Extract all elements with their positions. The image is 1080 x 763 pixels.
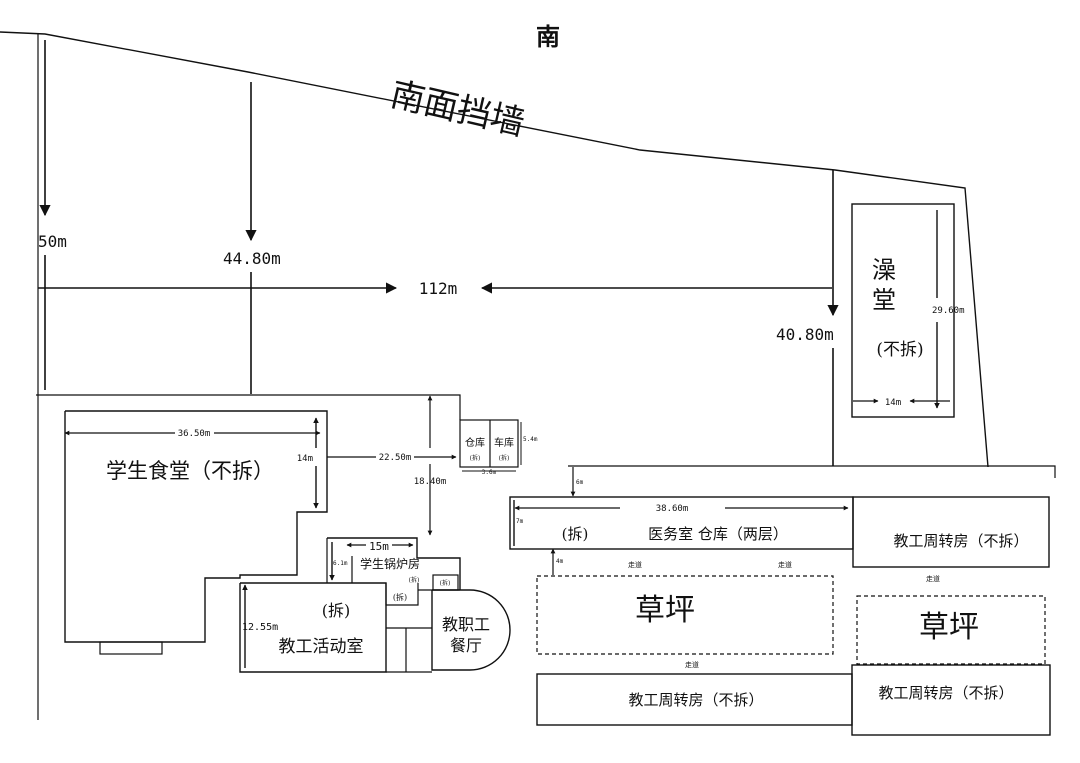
label-storage-width: 3.6m xyxy=(482,469,497,476)
turnover-housing-3: 教工周转房（不拆） xyxy=(851,664,1051,736)
label-50m: 50m xyxy=(38,232,67,251)
label-36-50m: 36.50m xyxy=(178,429,211,439)
label-38-60m: 38.60m xyxy=(656,504,689,514)
staff-activity-room: 12.55m (拆) (拆) 教工活动室 xyxy=(239,582,460,673)
boiler-note: (拆) xyxy=(409,576,420,584)
label-clinic-7m: 7m xyxy=(516,518,524,525)
label-boiler-15m: 15m xyxy=(369,540,389,553)
garage-label: 车库 xyxy=(494,436,514,449)
storage-label: 仓库 xyxy=(465,436,485,449)
staff-dining-hall: 教职工 餐厅 xyxy=(386,589,511,673)
connector-dimensions: 22.50m 18.40m xyxy=(327,395,457,536)
boiler-house: 15m 6.1m 学生锅炉房 (拆) (拆) xyxy=(326,537,461,591)
site-boundary xyxy=(0,31,1056,720)
label-clinic-gap-top: 6m xyxy=(576,479,584,486)
boiler-label: 学生锅炉房 xyxy=(360,556,420,571)
turnover-3-label: 教工周转房（不拆） xyxy=(878,684,1013,702)
clinic-warehouse: 38.60m 7m (拆) 医务室 仓库（两层） 6m 4m xyxy=(509,467,854,575)
lawn-1: 草坪 xyxy=(536,575,834,655)
activity-label: 教工活动室 xyxy=(279,637,364,657)
label-bath-14m: 14m xyxy=(885,398,901,408)
orientation-label: 南 xyxy=(536,22,560,51)
staff-dining-label-2: 餐厅 xyxy=(450,636,482,655)
clinic-note: (拆) xyxy=(562,525,589,543)
label-112m: 112m xyxy=(419,279,458,298)
turnover-housing-2: 教工周转房（不拆） xyxy=(536,673,853,726)
activity-small-note: (拆) xyxy=(393,592,407,602)
turnover-housing-1: 教工周转房（不拆） xyxy=(852,496,1050,568)
student-canteen: 36.50m 14m 学生食堂（不拆） xyxy=(64,410,328,655)
canteen-label: 学生食堂（不拆） xyxy=(106,459,274,483)
walkway-label-4: 走道 xyxy=(685,660,699,669)
label-18-40m: 18.40m xyxy=(414,477,447,487)
label-storage-height: 5.4m xyxy=(523,436,538,443)
turnover-2-label: 教工周转房（不拆） xyxy=(628,691,763,709)
dimension-right-40-80: 40.80m xyxy=(776,170,839,466)
dimension-mid-44-80: 44.80m xyxy=(223,82,281,394)
storage-note: (拆) xyxy=(470,454,481,462)
wall-label: 南面挡墙 xyxy=(387,74,529,144)
dimension-left-50: 50m xyxy=(38,40,67,390)
label-22-50m: 22.50m xyxy=(379,453,412,463)
bathhouse-name-1: 澡 xyxy=(872,256,896,284)
walkway-label-1: 走道 xyxy=(628,560,642,569)
bathhouse: 澡 堂 (不拆) 29.60m 14m xyxy=(851,203,965,418)
garage-note: (拆) xyxy=(499,454,510,462)
staff-dining-label-1: 教职工 xyxy=(442,615,490,634)
label-boiler-6-1m: 6.1m xyxy=(333,560,348,567)
label-canteen-14m: 14m xyxy=(297,454,313,464)
lawn-2: 草坪 xyxy=(856,595,1046,665)
bathhouse-note: (不拆) xyxy=(876,340,923,360)
lawn-1-label: 草坪 xyxy=(635,593,695,628)
dimension-width-112: 112m xyxy=(38,279,832,298)
activity-note: (拆) xyxy=(322,601,351,620)
storage-garage: 仓库 (拆) 车库 (拆) 5.4m 3.6m xyxy=(459,419,538,476)
label-44-80m: 44.80m xyxy=(223,249,281,268)
bathhouse-name-2: 堂 xyxy=(872,286,896,314)
lawn-2-label: 草坪 xyxy=(919,610,979,645)
label-clinic-gap-bottom: 4m xyxy=(556,558,564,565)
small-block-note: (拆) xyxy=(440,579,451,587)
clinic-label: 医务室 仓库（两层） xyxy=(648,525,788,543)
label-40-80m: 40.80m xyxy=(776,325,834,344)
label-29-60m: 29.60m xyxy=(932,306,965,316)
walkway-label-2: 走道 xyxy=(778,560,792,569)
label-12-55m: 12.55m xyxy=(242,622,278,633)
walkway-label-3: 走道 xyxy=(926,574,940,583)
turnover-1-label: 教工周转房（不拆） xyxy=(893,532,1028,550)
